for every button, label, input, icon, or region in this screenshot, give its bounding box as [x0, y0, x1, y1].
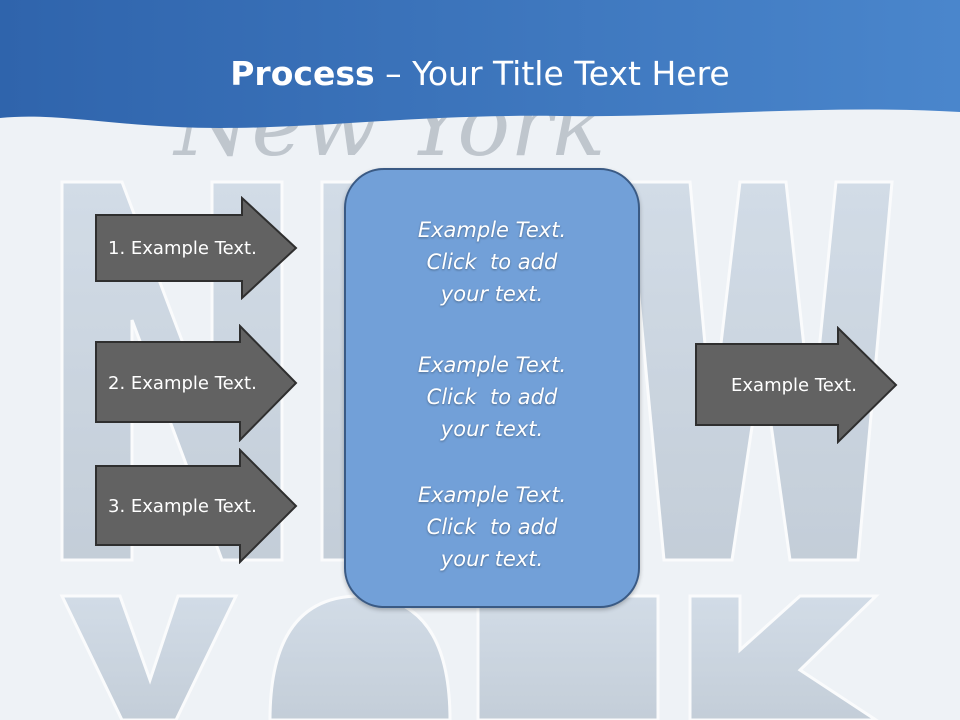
center-text-box[interactable]: Example Text. Click to add your text. Ex… [344, 168, 640, 608]
block-1-line-3: your text. [440, 282, 544, 306]
process-arrow-3[interactable]: 3. Example Text. [94, 448, 300, 564]
title-rest: – Your Title Text Here [374, 54, 730, 93]
block-3-line-3: your text. [440, 547, 544, 571]
background-letters-york [59, 594, 880, 720]
block-2-line-1: Example Text. [417, 353, 567, 377]
title-bold: Process [230, 54, 375, 93]
center-text-block-3: Example Text. Click to add your text. [346, 479, 638, 575]
block-2-line-3: your text. [440, 417, 544, 441]
block-1-line-1: Example Text. [417, 218, 567, 242]
output-arrow[interactable]: Example Text. [694, 326, 900, 444]
center-text-block-1: Example Text. Click to add your text. [346, 214, 638, 310]
center-text-block-2: Example Text. Click to add your text. [346, 349, 638, 445]
output-arrow-label: Example Text. [731, 374, 857, 396]
block-1-line-2: Click to add [426, 250, 558, 274]
process-arrow-1[interactable]: 1. Example Text. [94, 196, 300, 300]
process-arrow-1-label: 1. Example Text. [108, 237, 257, 259]
header-band [0, 0, 960, 128]
block-3-line-1: Example Text. [417, 483, 567, 507]
process-arrow-3-label: 3. Example Text. [108, 495, 257, 517]
block-3-line-2: Click to add [426, 515, 558, 539]
process-arrow-2-label: 2. Example Text. [108, 372, 257, 394]
block-2-line-2: Click to add [426, 385, 558, 409]
slide-title[interactable]: Process – Your Title Text Here [0, 52, 960, 96]
process-arrow-2[interactable]: 2. Example Text. [94, 324, 300, 442]
